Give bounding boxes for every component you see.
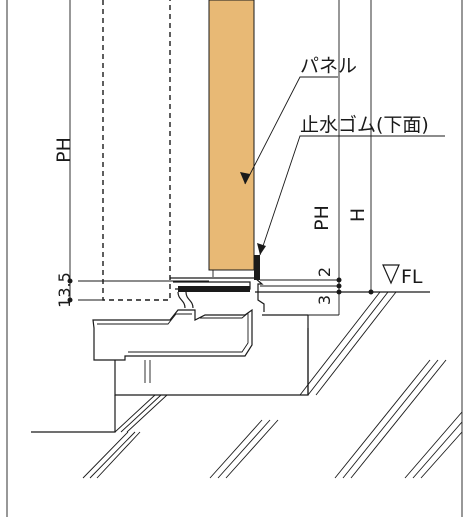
sill-gasket [178, 286, 250, 292]
brush-seal [177, 291, 194, 309]
dim-dot [67, 278, 73, 284]
sill-top-profile [170, 277, 265, 312]
threshold-inner-right [128, 312, 249, 353]
label-2: 2 [315, 267, 334, 277]
threshold-inner [97, 313, 192, 325]
base-block [114, 328, 309, 396]
label-ph-right: PH [311, 205, 333, 231]
slab-step [31, 395, 116, 433]
label-panel: パネル [300, 55, 357, 77]
label-fl: FL [401, 266, 423, 288]
label-13-5: 13.5 [55, 272, 74, 308]
label-water-seal: 止水ゴム(下面) [300, 114, 429, 136]
water-seal [254, 255, 260, 280]
panel-leader [244, 76, 338, 185]
threshold-rail [92, 308, 253, 361]
dashed-leaf-outline [102, 0, 171, 301]
hatching [82, 291, 463, 479]
panel-arrow-icon [240, 172, 250, 184]
dim-dot [67, 297, 73, 303]
panel [208, 0, 255, 271]
label-3: 3 [315, 295, 334, 305]
fl-triangle-icon [382, 264, 400, 285]
label-ph-left: PH [53, 137, 75, 163]
seal-arrow-icon [257, 243, 266, 255]
label-h: H [347, 208, 369, 222]
seal-leader [259, 135, 445, 256]
